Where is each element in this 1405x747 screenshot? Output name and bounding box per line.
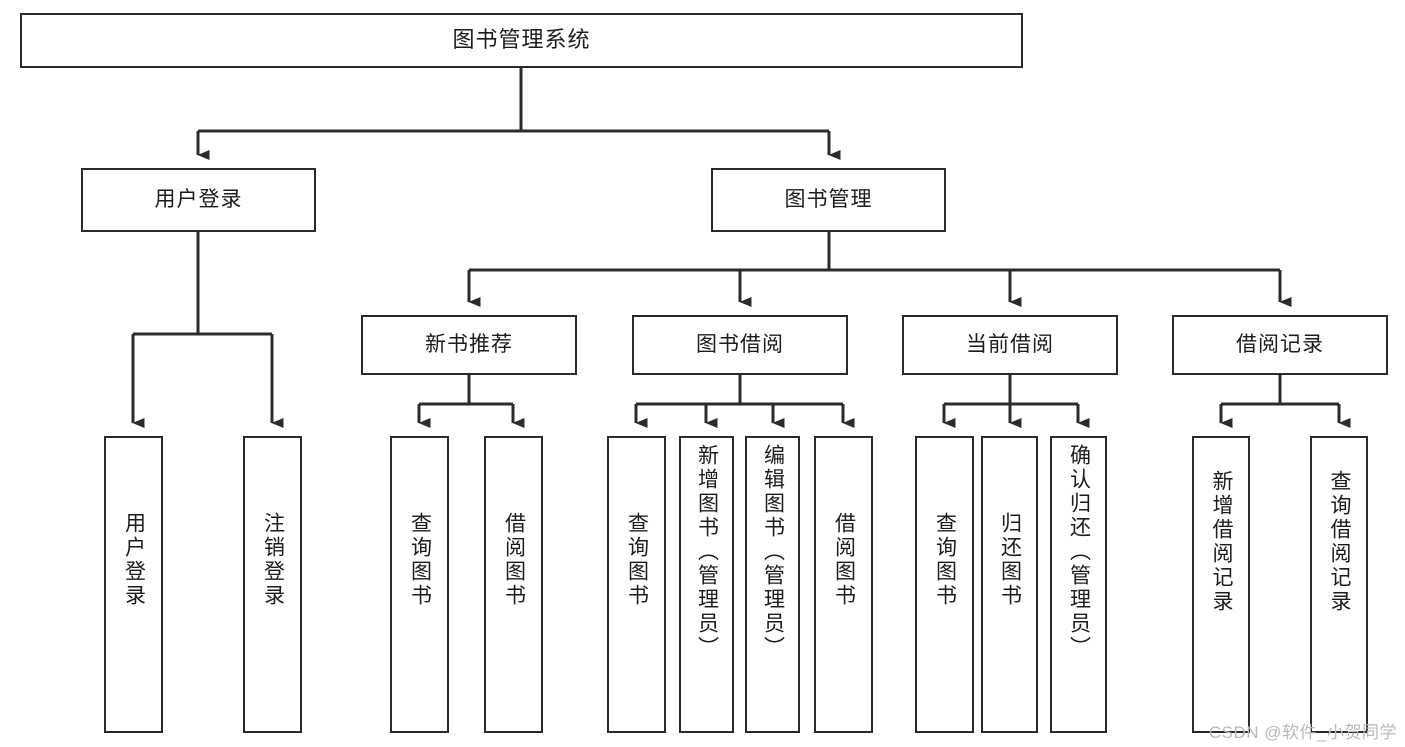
node-new-book-recommend[interactable]: 新书推荐 bbox=[361, 315, 577, 375]
node-new-book-recommend-label: 新书推荐 bbox=[425, 333, 513, 357]
leaf-edit-book-admin-label: 编辑图书（管理员） bbox=[761, 444, 785, 660]
node-user-login-label: 用户登录 bbox=[154, 188, 243, 212]
leaf-return-book-label: 归还图书 bbox=[998, 512, 1022, 608]
node-borrow-record-label: 借阅记录 bbox=[1236, 333, 1324, 357]
node-user-login[interactable]: 用户登录 bbox=[81, 168, 316, 232]
leaf-borrow-book-recommend-label: 借阅图书 bbox=[502, 512, 526, 608]
leaf-query-borrow-record[interactable]: 查询借阅记录 bbox=[1310, 436, 1368, 733]
node-book-management-label: 图书管理 bbox=[784, 188, 873, 212]
leaf-borrow-book-recommend[interactable]: 借阅图书 bbox=[484, 436, 543, 733]
node-root-label: 图书管理系统 bbox=[452, 27, 591, 53]
leaf-query-book-borrow[interactable]: 查询图书 bbox=[607, 436, 666, 733]
leaf-logout-label: 注销登录 bbox=[261, 512, 285, 608]
leaf-add-book-admin-label: 新增图书（管理员） bbox=[695, 444, 719, 660]
leaf-confirm-return-admin-label: 确认归还（管理员） bbox=[1067, 444, 1091, 660]
node-current-borrow-label: 当前借阅 bbox=[966, 333, 1054, 357]
leaf-borrow-book-borrow[interactable]: 借阅图书 bbox=[814, 436, 873, 733]
leaf-query-book-recommend-label: 查询图书 bbox=[408, 512, 432, 608]
csdn-watermark: CSDN @软件_小贺同学 bbox=[1208, 723, 1397, 742]
leaf-query-borrow-record-label: 查询借阅记录 bbox=[1328, 470, 1352, 614]
leaf-user-login[interactable]: 用户登录 bbox=[104, 436, 163, 733]
leaf-query-book-current[interactable]: 查询图书 bbox=[915, 436, 974, 733]
leaf-return-book[interactable]: 归还图书 bbox=[981, 436, 1038, 733]
node-borrow-record[interactable]: 借阅记录 bbox=[1172, 315, 1388, 375]
leaf-query-book-current-label: 查询图书 bbox=[933, 512, 957, 608]
node-current-borrow[interactable]: 当前借阅 bbox=[902, 315, 1118, 375]
leaf-logout[interactable]: 注销登录 bbox=[243, 436, 302, 733]
node-book-borrow[interactable]: 图书借阅 bbox=[632, 315, 848, 375]
leaf-query-book-borrow-label: 查询图书 bbox=[625, 512, 649, 608]
leaf-user-login-label: 用户登录 bbox=[122, 512, 146, 608]
leaf-add-borrow-record-label: 新增借阅记录 bbox=[1210, 470, 1234, 614]
leaf-borrow-book-borrow-label: 借阅图书 bbox=[832, 512, 856, 608]
leaf-add-borrow-record[interactable]: 新增借阅记录 bbox=[1192, 436, 1250, 733]
node-book-borrow-label: 图书借阅 bbox=[696, 333, 784, 357]
node-root[interactable]: 图书管理系统 bbox=[20, 13, 1023, 68]
leaf-edit-book-admin[interactable]: 编辑图书（管理员） bbox=[745, 436, 800, 733]
leaf-query-book-recommend[interactable]: 查询图书 bbox=[390, 436, 449, 733]
leaf-confirm-return-admin[interactable]: 确认归还（管理员） bbox=[1050, 436, 1107, 733]
node-book-management[interactable]: 图书管理 bbox=[711, 168, 946, 232]
leaf-add-book-admin[interactable]: 新增图书（管理员） bbox=[679, 436, 734, 733]
